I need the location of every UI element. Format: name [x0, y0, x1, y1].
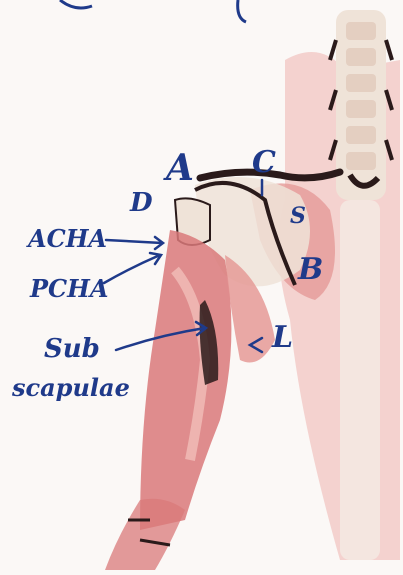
label-s: S	[290, 205, 306, 227]
label-scapulae: scapulae	[12, 376, 130, 400]
acha-arrow	[106, 240, 162, 243]
pcha-arrow	[104, 255, 160, 283]
label-acha: ACHA	[28, 227, 107, 251]
top-ink-stroke-left	[60, 0, 92, 8]
label-sub: Sub	[44, 336, 100, 362]
label-c: C	[252, 148, 276, 178]
label-d: D	[130, 190, 153, 216]
label-a: A	[166, 150, 194, 186]
label-pcha: PCHA	[30, 277, 108, 301]
forearm	[105, 499, 185, 570]
label-l: L	[272, 323, 293, 353]
top-ink-stroke-right	[238, 0, 246, 22]
label-b: B	[298, 255, 323, 285]
